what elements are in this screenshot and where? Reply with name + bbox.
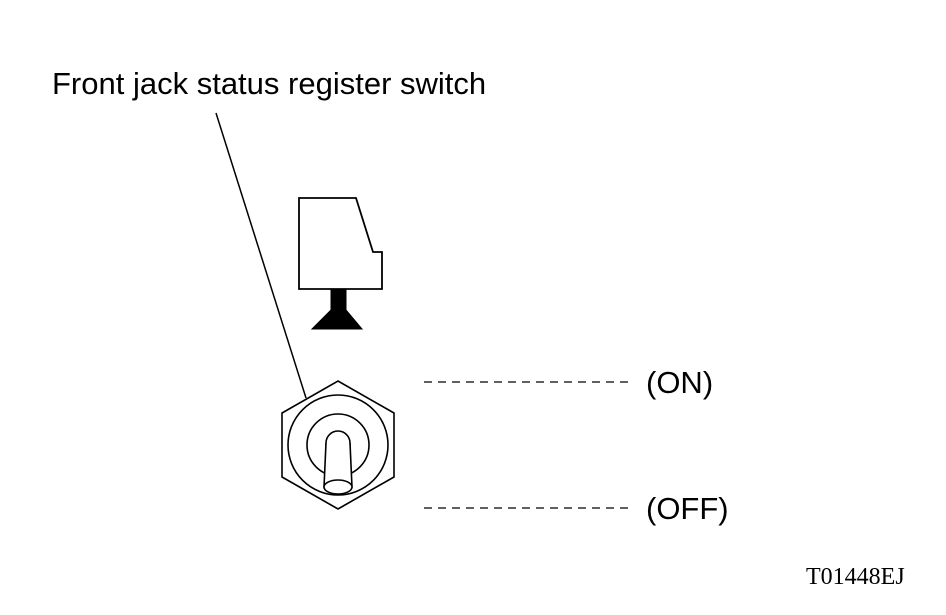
off-position-label: (OFF) bbox=[646, 491, 729, 526]
toggle-switch-icon bbox=[281, 380, 395, 510]
on-position-label: (ON) bbox=[646, 365, 714, 400]
switch-title-label: Front jack status register switch bbox=[52, 66, 487, 101]
leader-line bbox=[215, 112, 307, 399]
figure-id: T01448EJ bbox=[806, 564, 905, 590]
lever-icon bbox=[298, 197, 383, 330]
